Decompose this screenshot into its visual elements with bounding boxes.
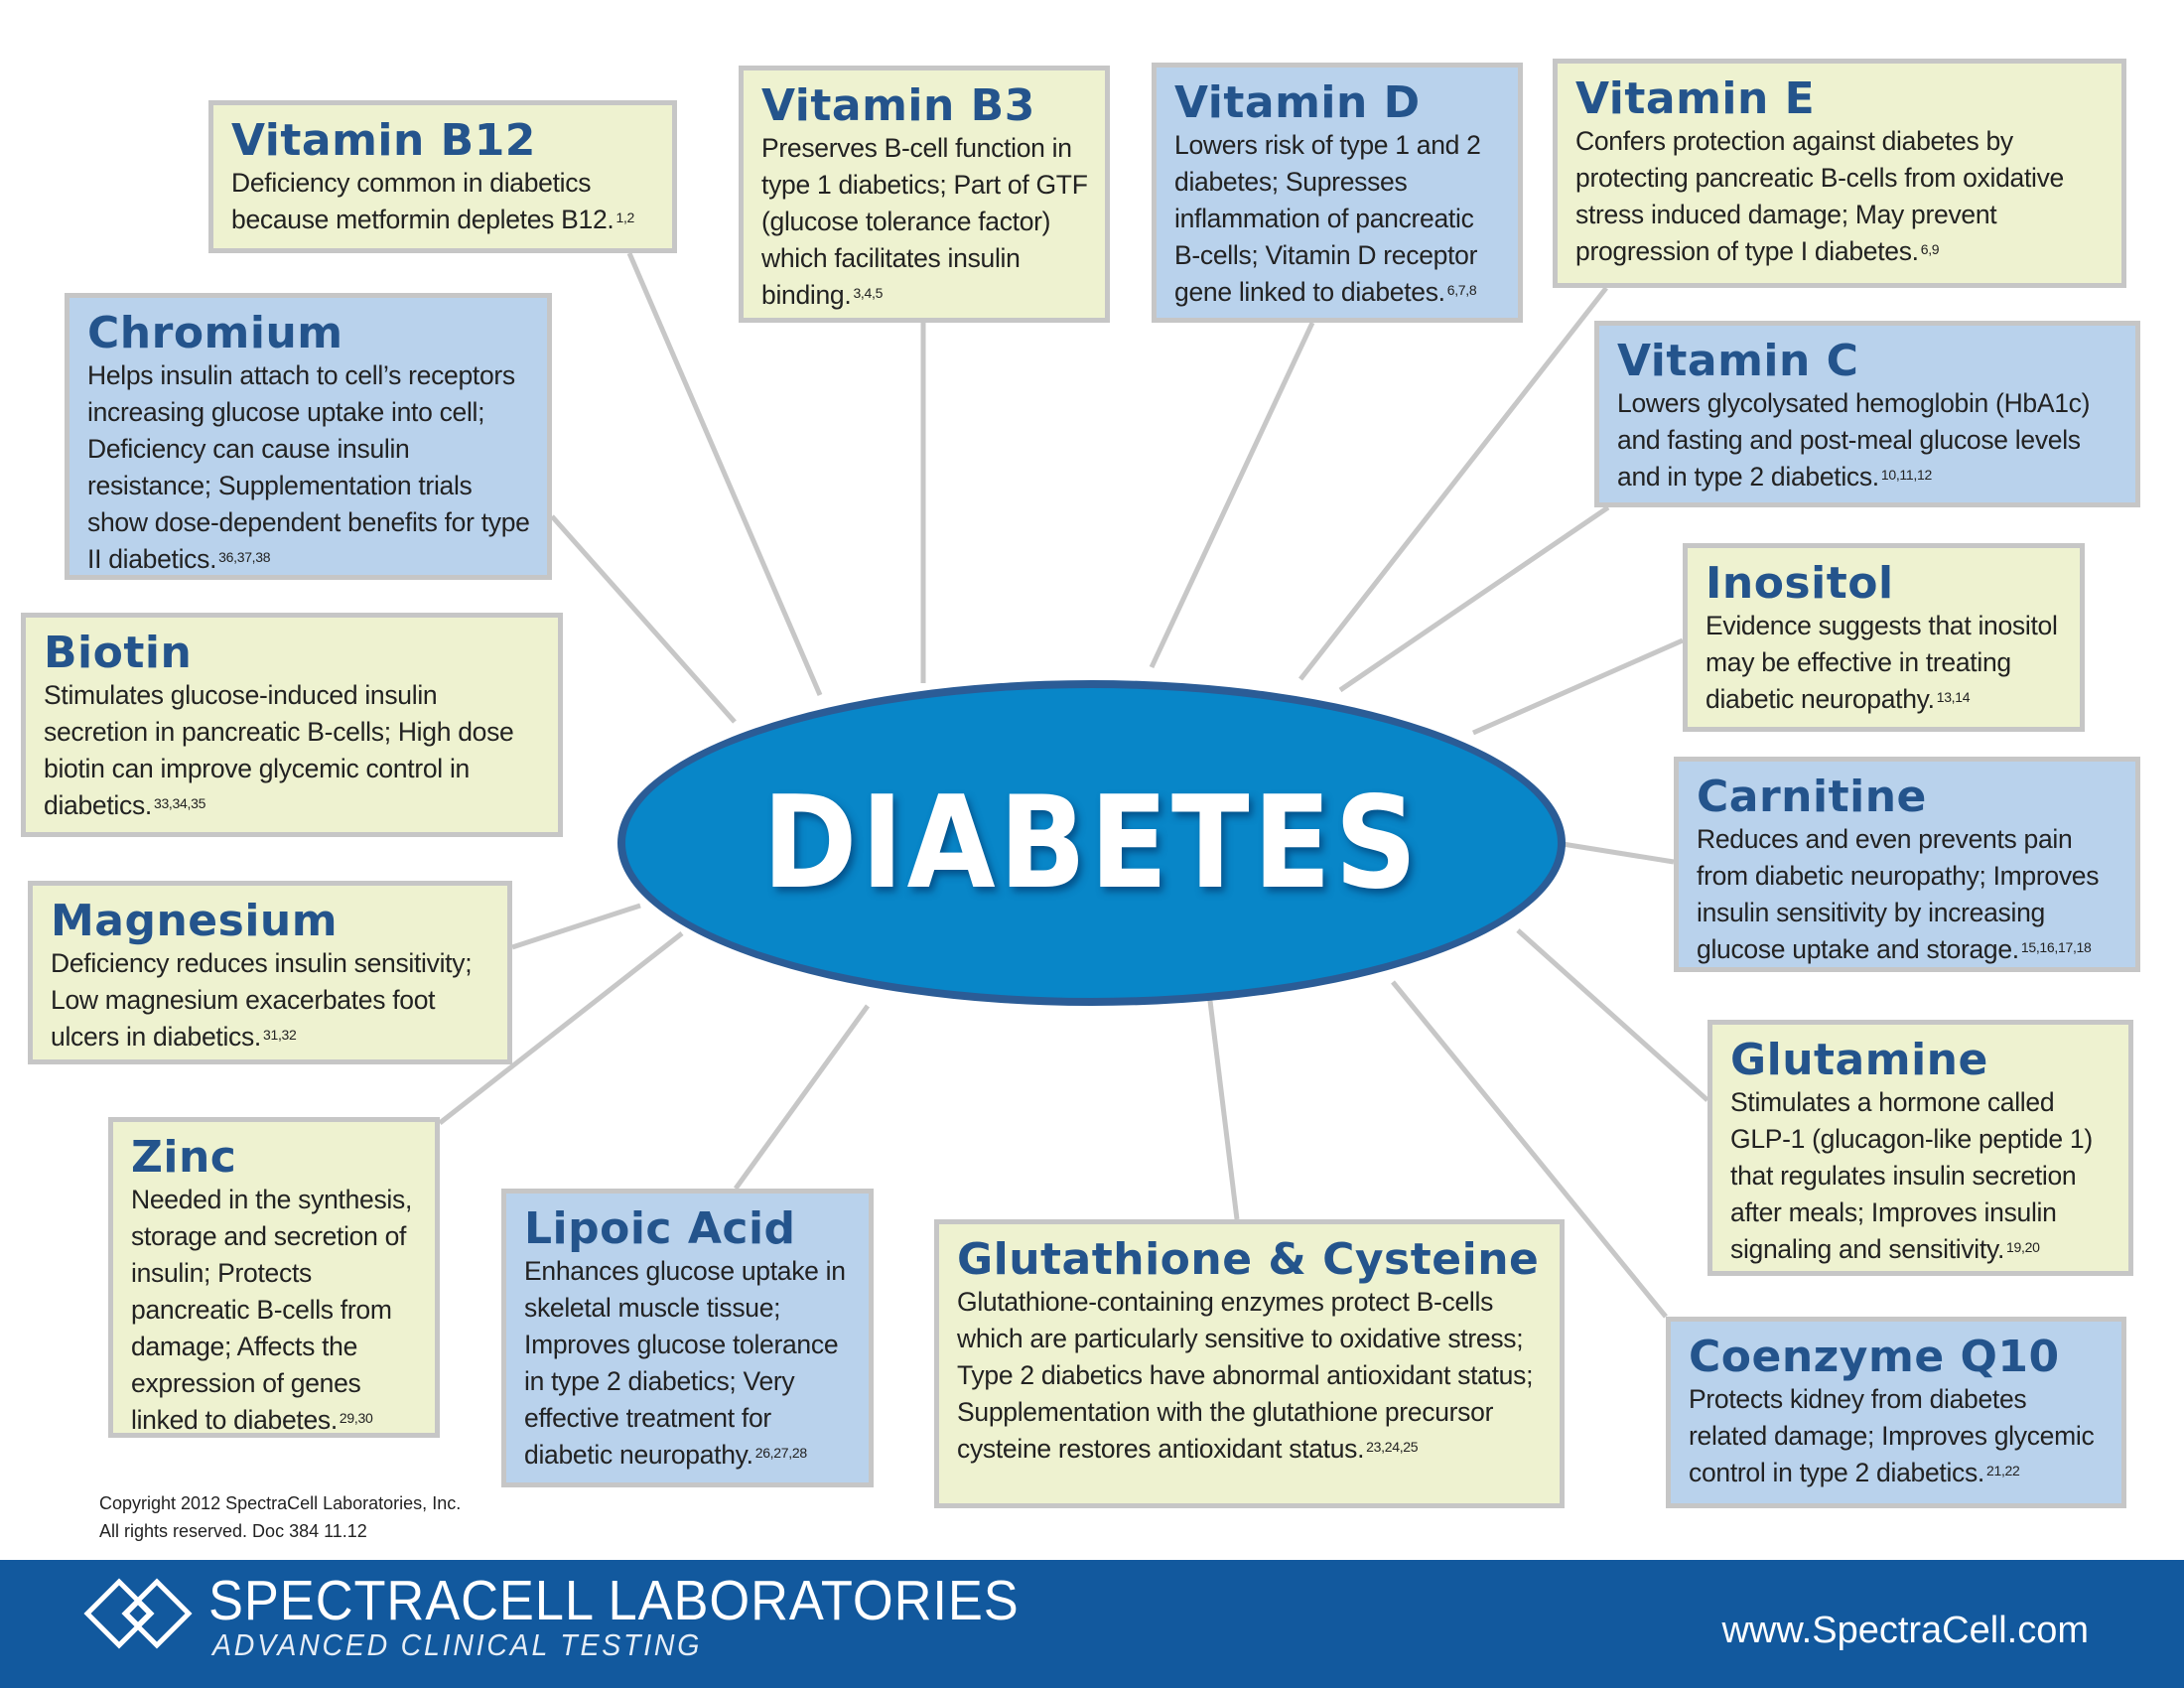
footer-banner: SPECTRACELL LABORATORIES ADVANCED CLINIC…	[0, 1560, 2184, 1688]
card-description: Preserves B-cell function in type 1 diab…	[761, 133, 1088, 310]
card-references: 19,20	[2006, 1239, 2040, 1255]
card-title: Glutathione & Cysteine	[957, 1234, 1540, 1285]
connector-vitamin-b12	[626, 252, 823, 696]
card-references: 36,37,38	[218, 549, 271, 565]
card-vitamin-e: Vitamin E Confers protection against dia…	[1553, 59, 2126, 288]
card-vitamin-c: Vitamin C Lowers glycolysated hemoglobin…	[1594, 321, 2140, 507]
card-biotin: Biotin Stimulates glucose-induced insuli…	[21, 613, 563, 837]
card-title: Inositol	[1706, 558, 1894, 609]
connector-lipoic-acid	[733, 1004, 871, 1191]
card-glutamine: Glutamine Stimulates a hormone called GL…	[1707, 1020, 2133, 1276]
interlocking-diamonds-logo-icon	[83, 1578, 193, 1649]
website-link[interactable]: www.SpectraCell.com	[1721, 1610, 2089, 1651]
center-label: DIABETES	[761, 769, 1422, 917]
card-description: Helps insulin attach to cell’s receptors…	[87, 360, 530, 574]
card-chromium: Chromium Helps insulin attach to cell’s …	[65, 293, 552, 580]
card-references: 1,2	[615, 210, 635, 225]
connector-carnitine	[1562, 841, 1675, 865]
card-title: Lipoic Acid	[524, 1203, 796, 1254]
card-vitamin-d: Vitamin D Lowers risk of type 1 and 2 di…	[1152, 63, 1523, 323]
card-title: Glutamine	[1730, 1035, 1988, 1085]
card-title: Carnitine	[1697, 772, 1927, 822]
card-description: Protects kidney from diabetes related da…	[1689, 1384, 2095, 1487]
card-references: 6,9	[1920, 241, 1940, 257]
card-lipoic-acid: Lipoic Acid Enhances glucose uptake in s…	[501, 1189, 874, 1487]
card-description: Evidence suggests that inositol may be e…	[1706, 611, 2058, 714]
connector-vitamin-d	[1149, 321, 1315, 669]
card-vitamin-b12: Vitamin B12 Deficiency common in diabeti…	[208, 100, 677, 253]
card-zinc: Zinc Needed in the synthesis, storage an…	[108, 1117, 440, 1438]
card-description: Glutathione-containing enzymes protect B…	[957, 1287, 1534, 1464]
card-title: Biotin	[44, 628, 193, 678]
connector-vitamin-c	[1338, 504, 1610, 693]
card-glutathione-cysteine: Glutathione & Cysteine Glutathione-conta…	[934, 1219, 1565, 1508]
connector-zinc	[438, 931, 684, 1125]
connector-vitamin-e	[1298, 286, 1608, 681]
card-references: 21,22	[1986, 1463, 2020, 1478]
card-references: 31,32	[263, 1027, 297, 1043]
card-description: Lowers glycolysated hemoglobin (HbA1c) a…	[1617, 388, 2091, 492]
card-title: Vitamin B12	[231, 115, 536, 166]
card-description: Deficiency common in diabetics because m…	[231, 168, 614, 234]
connector-coenzyme-q10	[1391, 980, 1668, 1319]
connector-inositol	[1471, 637, 1685, 736]
card-title: Vitamin D	[1174, 77, 1421, 128]
card-description: Needed in the synthesis, storage and sec…	[131, 1185, 413, 1435]
rights-line: All rights reserved. Doc 384 11.12	[99, 1521, 367, 1541]
card-description: Deficiency reduces insulin sensitivity; …	[51, 948, 473, 1052]
connector-magnesium	[511, 903, 641, 950]
brand-tagline: ADVANCED CLINICAL TESTING	[212, 1627, 703, 1662]
card-references: 13,14	[1936, 689, 1971, 705]
connector-glutamine	[1516, 928, 1709, 1102]
card-title: Coenzyme Q10	[1689, 1332, 2060, 1382]
card-description: Reduces and even prevents pain from diab…	[1697, 824, 2100, 964]
card-inositol: Inositol Evidence suggests that inositol…	[1683, 543, 2085, 732]
card-description: Stimulates a hormone called GLP-1 (gluca…	[1730, 1087, 2093, 1264]
card-magnesium: Magnesium Deficiency reduces insulin sen…	[28, 881, 512, 1064]
card-title: Zinc	[131, 1132, 237, 1183]
card-title: Vitamin E	[1575, 73, 1816, 124]
card-vitamin-b3: Vitamin B3 Preserves B-cell function in …	[739, 66, 1110, 323]
card-references: 29,30	[339, 1410, 373, 1426]
brand-name: SPECTRACELL LABORATORIES	[208, 1569, 1020, 1632]
card-title: Chromium	[87, 308, 343, 358]
card-references: 23,24,25	[1366, 1439, 1419, 1455]
card-description: Confers protection against diabetes by p…	[1575, 126, 2064, 266]
card-title: Magnesium	[51, 896, 339, 946]
connector-glutathione	[1206, 992, 1240, 1220]
card-coenzyme-q10: Coenzyme Q10 Protects kidney from diabet…	[1666, 1317, 2126, 1508]
copyright-line: Copyright 2012 SpectraCell Laboratories,…	[99, 1493, 462, 1513]
diabetes-center-node: DIABETES	[617, 680, 1566, 1006]
card-references: 6,7,8	[1446, 282, 1477, 298]
card-description: Enhances glucose uptake in skeletal musc…	[524, 1256, 846, 1470]
card-title: Vitamin C	[1617, 336, 1859, 386]
card-references: 15,16,17,18	[2020, 939, 2092, 955]
card-description: Stimulates glucose-induced insulin secre…	[44, 680, 514, 820]
card-carnitine: Carnitine Reduces and even prevents pain…	[1674, 757, 2140, 972]
copyright-notice: Copyright 2012 SpectraCell Laboratories,…	[99, 1489, 461, 1545]
card-references: 33,34,35	[153, 795, 206, 811]
card-title: Vitamin B3	[761, 80, 1035, 131]
connector-chromium	[550, 514, 737, 724]
card-references: 3,4,5	[853, 285, 884, 301]
card-references: 10,11,12	[1880, 467, 1932, 483]
card-description: Lowers risk of type 1 and 2 diabetes; Su…	[1174, 130, 1481, 307]
card-references: 26,27,28	[754, 1445, 807, 1461]
